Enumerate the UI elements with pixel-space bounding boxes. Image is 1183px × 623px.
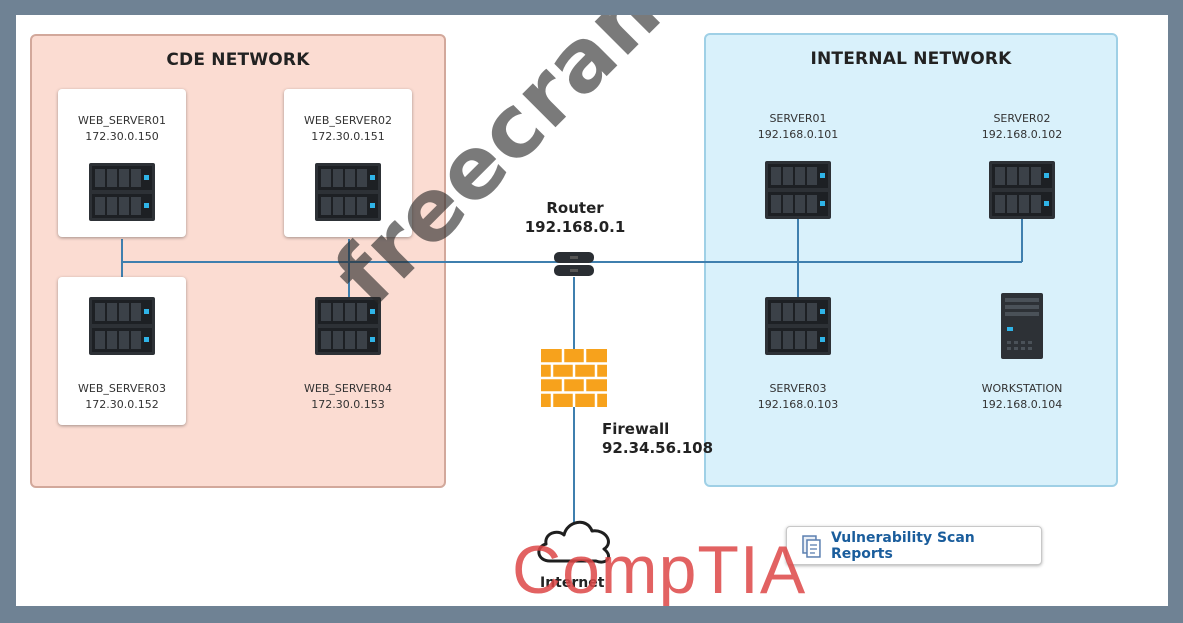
web-server01-card[interactable]: WEB_SERVER01 172.30.0.150 xyxy=(58,89,186,237)
router-icon[interactable] xyxy=(552,249,596,279)
firewall-label-group: Firewall 92.34.56.108 xyxy=(602,420,713,458)
comptia-logo: CompTIA® xyxy=(512,535,818,605)
comptia-logo-text: CompTIA xyxy=(512,532,807,606)
server-icon xyxy=(315,163,381,221)
web-server04-node[interactable]: WEB_SERVER04 172.30.0.153 xyxy=(284,277,412,425)
workstation-tower-icon xyxy=(1001,293,1043,359)
cde-network-title: CDE NETWORK xyxy=(166,50,310,70)
router-ip: 192.168.0.1 xyxy=(524,218,626,236)
network-diagram: CDE NETWORK INTERNAL NETWORK WEB_SERVER0… xyxy=(16,15,1168,606)
reports-icon xyxy=(802,534,821,558)
server-icon xyxy=(315,297,381,355)
cloud-icon xyxy=(537,520,610,564)
server-icon xyxy=(89,163,155,221)
server02-ip: 192.168.0.102 xyxy=(981,128,1063,141)
router-label: Router xyxy=(546,199,604,217)
server01-node[interactable]: SERVER01 192.168.0.101 xyxy=(728,111,868,221)
web-server02-name: WEB_SERVER02 xyxy=(304,114,392,127)
server01-ip: 192.168.0.101 xyxy=(757,128,839,141)
web-server01-name: WEB_SERVER01 xyxy=(78,114,166,127)
internet-label: Internet xyxy=(540,575,605,591)
firewall-ip: 92.34.56.108 xyxy=(602,439,714,457)
server-icon xyxy=(765,161,831,219)
server02-node[interactable]: SERVER02 192.168.0.102 xyxy=(952,111,1092,221)
web-server03-name: WEB_SERVER03 xyxy=(78,382,166,395)
firewall-label: Firewall xyxy=(602,420,670,438)
server03-ip: 192.168.0.103 xyxy=(757,398,839,411)
web-server01-ip: 172.30.0.150 xyxy=(85,130,159,143)
internal-network-title: INTERNAL NETWORK xyxy=(810,49,1012,69)
web-server02-ip: 172.30.0.151 xyxy=(311,130,385,143)
server-icon xyxy=(89,297,155,355)
web-server04-name: WEB_SERVER04 xyxy=(304,382,392,395)
vulnerability-scan-reports-label: Vulnerability Scan Reports xyxy=(830,529,975,562)
firewall-icon[interactable] xyxy=(541,349,607,407)
workstation-node[interactable]: WORKSTATION 192.168.0.104 xyxy=(952,293,1092,417)
server-icon xyxy=(989,161,1055,219)
vulnerability-scan-reports-button[interactable]: Vulnerability Scan Reports xyxy=(786,526,1042,565)
server-icon xyxy=(765,297,831,355)
server03-node[interactable]: SERVER03 192.168.0.103 xyxy=(728,297,868,417)
server02-name: SERVER02 xyxy=(993,112,1051,125)
internal-network-zone: INTERNAL NETWORK xyxy=(704,33,1118,487)
web-server03-card[interactable]: WEB_SERVER03 172.30.0.152 xyxy=(58,277,186,425)
server01-name: SERVER01 xyxy=(769,112,827,125)
workstation-name: WORKSTATION xyxy=(981,382,1063,395)
router-label-group: Router 192.168.0.1 xyxy=(525,199,626,237)
server03-name: SERVER03 xyxy=(769,382,827,395)
web-server04-ip: 172.30.0.153 xyxy=(311,398,385,411)
web-server03-ip: 172.30.0.152 xyxy=(85,398,159,411)
workstation-ip: 192.168.0.104 xyxy=(981,398,1063,411)
web-server02-card[interactable]: WEB_SERVER02 172.30.0.151 xyxy=(284,89,412,237)
